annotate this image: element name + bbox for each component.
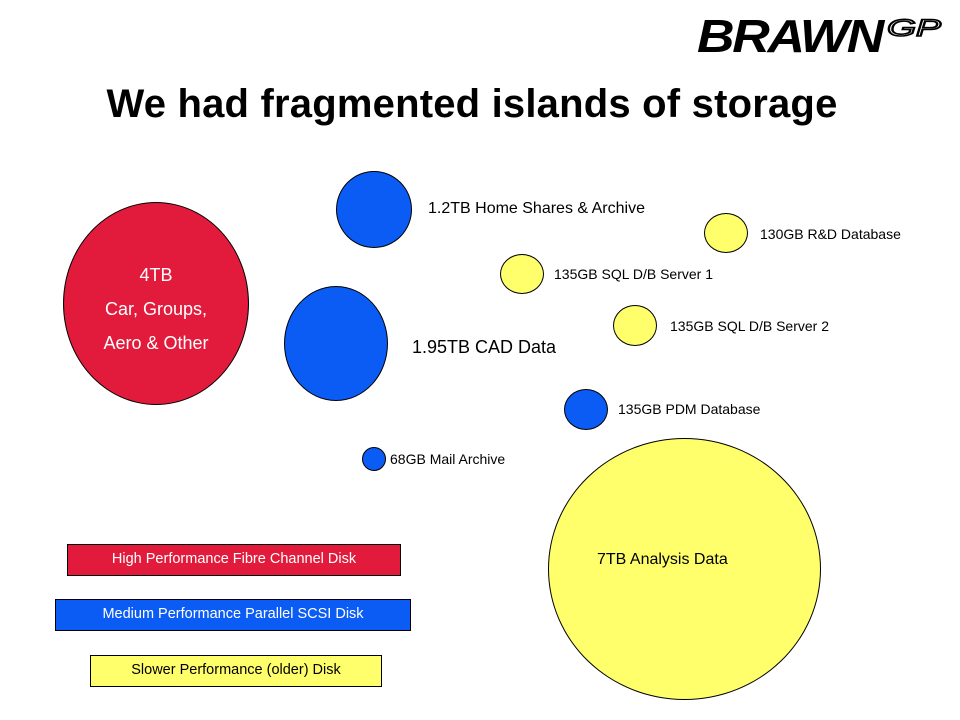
brawn-gp-logo: BRAWN GP xyxy=(697,12,945,58)
disk-pdm-database xyxy=(564,389,608,430)
disk-car-groups-line2: Car, Groups, xyxy=(104,299,208,319)
disk-rd-database-label: 130GB R&D Database xyxy=(760,226,901,242)
disk-home-shares-label: 1.2TB Home Shares & Archive xyxy=(428,200,645,217)
disk-sql-server-2 xyxy=(613,305,657,346)
logo-suffix: GP xyxy=(887,15,941,42)
disk-car-groups-size: 4TB xyxy=(139,265,173,285)
disk-rd-database xyxy=(704,213,748,253)
disk-analysis-data xyxy=(548,438,821,700)
legend-medium-performance: Medium Performance Parallel SCSI Disk xyxy=(55,599,411,631)
legend-slower-performance: Slower Performance (older) Disk xyxy=(90,655,382,687)
disk-car-groups-line3: Aero & Other xyxy=(103,333,209,353)
disk-car-groups-aero xyxy=(63,202,249,405)
disk-car-groups-label: 4TB Car, Groups, Aero & Other xyxy=(64,258,248,360)
disk-home-shares xyxy=(336,171,412,248)
disk-sql-server-1 xyxy=(500,254,544,294)
disk-analysis-data-label: 7TB Analysis Data xyxy=(597,551,728,568)
disk-cad-data-label: 1.95TB CAD Data xyxy=(412,337,557,357)
disk-pdm-database-label: 135GB PDM Database xyxy=(618,401,761,417)
disk-cad-data xyxy=(284,286,388,401)
disk-sql-server-2-label: 135GB SQL D/B Server 2 xyxy=(670,318,829,334)
logo-wordmark: BRAWN xyxy=(697,12,885,58)
legend-high-performance: High Performance Fibre Channel Disk xyxy=(67,544,401,576)
page-title: We had fragmented islands of storage xyxy=(106,82,838,126)
disk-mail-archive-label: 68GB Mail Archive xyxy=(390,451,506,467)
disk-sql-server-1-label: 135GB SQL D/B Server 1 xyxy=(554,266,713,282)
logo-graphic: BRAWN GP xyxy=(697,12,942,58)
disk-mail-archive xyxy=(362,447,386,471)
